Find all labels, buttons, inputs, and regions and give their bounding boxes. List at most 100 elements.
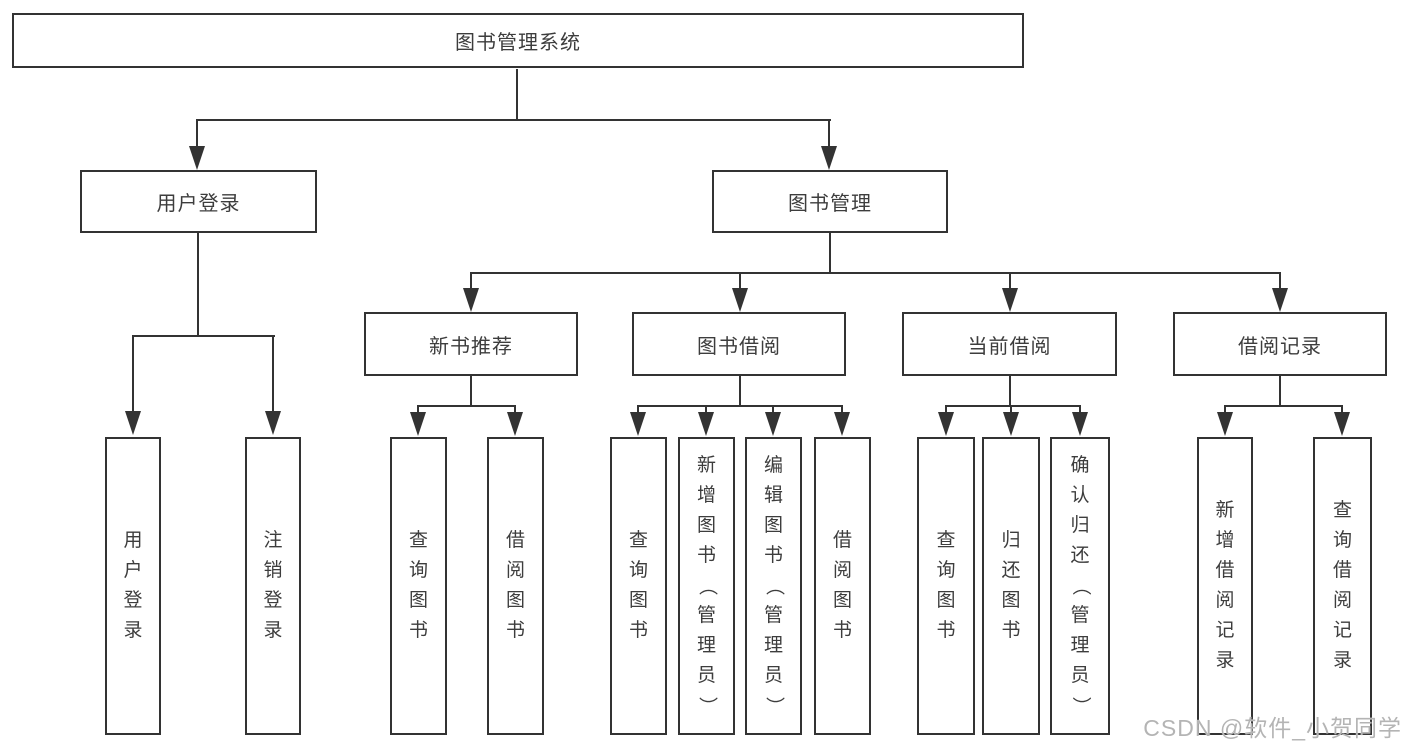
leaf-query-books-borrow: 查询图书 (610, 437, 667, 735)
connector-line (516, 69, 518, 120)
connector-line (514, 407, 516, 414)
vertical-char: 登 (263, 590, 283, 611)
vertical-char: 查 (408, 530, 428, 551)
vertical-char: 还 (1001, 560, 1021, 581)
vertical-char: 图 (628, 590, 648, 611)
vertical-char: 辑 (763, 485, 783, 506)
leaf-query-books-newbook: 查询图书 (390, 437, 447, 735)
vertical-char: 用 (123, 530, 143, 551)
vertical-char: 记 (1332, 620, 1352, 641)
arrowhead-down-icon (938, 412, 954, 436)
connector-line (1224, 407, 1226, 414)
connector-line (739, 274, 741, 290)
vertical-char: 理 (1070, 635, 1090, 656)
connector-line (1341, 407, 1343, 414)
connector-line (637, 405, 843, 407)
vertical-char: 图 (408, 590, 428, 611)
connector-line (1224, 405, 1343, 407)
vertical-char: 书 (1001, 620, 1021, 641)
vertical-char: 编 (763, 455, 783, 476)
connector-line (196, 119, 831, 121)
node-new-book-recommendation: 新书推荐 (364, 312, 578, 376)
vertical-char: 借 (505, 530, 525, 551)
vertical-char: 书 (832, 620, 852, 641)
vertical-char: 员 (696, 665, 716, 686)
vertical-char: 理 (696, 635, 716, 656)
vertical-char: 注 (263, 530, 283, 551)
vertical-char: ） (1070, 696, 1091, 716)
node-library-management-system: 图书管理系统 (12, 13, 1024, 68)
connector-line (772, 407, 774, 414)
leaf-logout: 注销登录 (245, 437, 301, 735)
arrowhead-down-icon (265, 411, 281, 435)
arrowhead-down-icon (1272, 288, 1288, 312)
vertical-char: 借 (832, 530, 852, 551)
connector-line (470, 376, 472, 407)
connector-line (705, 407, 707, 414)
connector-line (417, 405, 516, 407)
connector-line (1009, 376, 1011, 407)
vertical-char: 登 (123, 590, 143, 611)
vertical-char: 增 (696, 485, 716, 506)
vertical-char: 管 (696, 605, 716, 626)
arrowhead-down-icon (1217, 412, 1233, 436)
vertical-char: 图 (1001, 590, 1021, 611)
vertical-char: 阅 (832, 560, 852, 581)
vertical-char: 录 (263, 620, 283, 641)
vertical-char: 增 (1215, 530, 1235, 551)
vertical-char: 记 (1215, 620, 1235, 641)
leaf-query-borrow-record: 查询借阅记录 (1313, 437, 1372, 735)
leaf-borrow-books: 借阅图书 (814, 437, 871, 735)
vertical-char: 阅 (505, 560, 525, 581)
vertical-char: 询 (408, 560, 428, 581)
vertical-char: 录 (1215, 650, 1235, 671)
connector-line (1010, 407, 1012, 414)
connector-line (132, 335, 275, 337)
vertical-char: 书 (696, 545, 716, 566)
vertical-char: （ (696, 576, 718, 596)
connector-line (945, 407, 947, 414)
leaf-add-book-admin: 新增图书（管理员） (678, 437, 735, 735)
arrowhead-down-icon (630, 412, 646, 436)
vertical-char: ） (696, 696, 718, 716)
node-current-borrowing: 当前借阅 (902, 312, 1117, 376)
vertical-char: 查 (936, 530, 956, 551)
arrowhead-down-icon (125, 411, 141, 435)
vertical-char: 阅 (1332, 590, 1352, 611)
vertical-char: （ (763, 576, 785, 596)
vertical-char: 图 (936, 590, 956, 611)
vertical-char: 归 (1070, 515, 1090, 536)
vertical-char: 新 (696, 455, 716, 476)
vertical-char: 书 (628, 620, 648, 641)
node-book-borrowing: 图书借阅 (632, 312, 846, 376)
arrowhead-down-icon (507, 412, 523, 436)
vertical-char: 员 (1070, 665, 1090, 686)
vertical-char: 新 (1215, 500, 1235, 521)
connector-line (132, 337, 134, 413)
vertical-char: 录 (123, 620, 143, 641)
node-borrowing-records: 借阅记录 (1173, 312, 1387, 376)
connector-line (841, 407, 843, 414)
vertical-char: 查 (1332, 500, 1352, 521)
node-book-management: 图书管理 (712, 170, 948, 233)
connector-line (637, 407, 639, 414)
vertical-char: 员 (763, 665, 783, 686)
vertical-char: 销 (263, 560, 283, 581)
vertical-char: 户 (123, 560, 143, 581)
vertical-char: 认 (1070, 485, 1090, 506)
watermark: CSDN @软件_小贺同学 (1143, 715, 1402, 741)
vertical-char: 还 (1070, 545, 1090, 566)
arrowhead-down-icon (410, 412, 426, 436)
connector-line (828, 121, 830, 148)
arrowhead-down-icon (732, 288, 748, 312)
vertical-char: 询 (628, 560, 648, 581)
connector-line (470, 274, 472, 290)
connector-line (272, 337, 274, 413)
arrowhead-down-icon (1003, 412, 1019, 436)
arrowhead-down-icon (834, 412, 850, 436)
arrowhead-down-icon (698, 412, 714, 436)
vertical-char: 借 (1332, 560, 1352, 581)
arrowhead-down-icon (1334, 412, 1350, 436)
connector-line (1279, 274, 1281, 290)
